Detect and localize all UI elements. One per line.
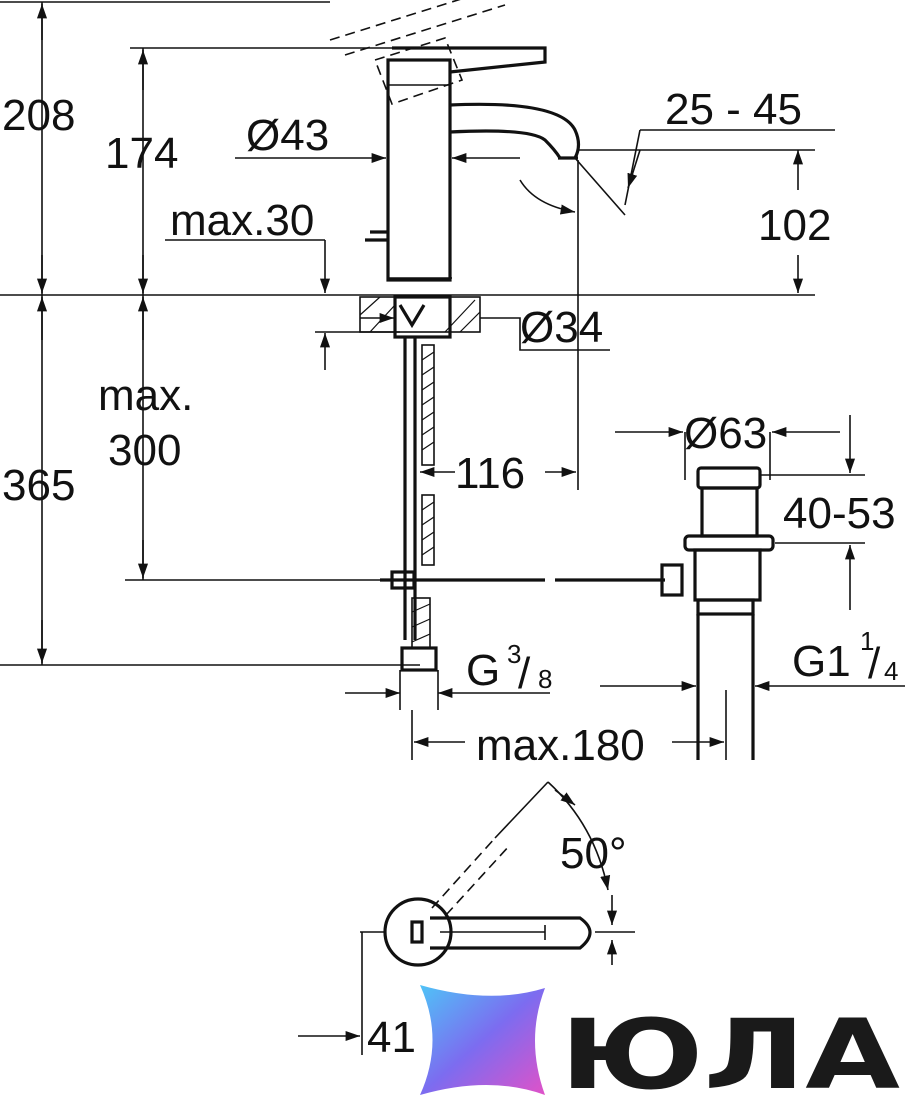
- popup-rod: [380, 570, 665, 590]
- dim-below-deck: 365: [2, 461, 75, 510]
- deck-mount: [359, 295, 481, 339]
- dim-body-diameter: Ø43: [246, 111, 329, 160]
- dim-spout-angle: 25 - 45: [665, 85, 802, 134]
- dim-hose-label-1: max.: [98, 371, 193, 420]
- dim-connection-main: G: [466, 646, 500, 695]
- dim-waste-thread-den: 4: [884, 656, 898, 686]
- dim-outlet-height: 102: [758, 201, 831, 250]
- yula-logo: ЮЛА: [420, 985, 900, 1100]
- dim-lever-angle: 50°: [560, 829, 627, 878]
- dim-lever-offset: 41: [367, 1013, 416, 1062]
- dim-connection-num: 3: [507, 639, 521, 669]
- dim-waste-thread-slash: /: [868, 639, 881, 688]
- yula-logo-mark: [420, 985, 545, 1095]
- faucet-body: [329, 0, 581, 282]
- dim-hose-label-2: 300: [108, 426, 181, 475]
- dim-total-height: 208: [2, 91, 75, 140]
- dim-connection-den: 8: [538, 664, 552, 694]
- dim-deck-thickness: max.30: [170, 196, 314, 245]
- supply-hoses: [400, 337, 438, 672]
- dim-waste-thread-num: 1: [860, 626, 874, 656]
- yula-logo-text: ЮЛА: [560, 999, 900, 1100]
- dim-waste-thread-main: G1: [792, 637, 851, 686]
- dim-connection-slash: /: [518, 649, 531, 698]
- dim-waste-range: 40-53: [783, 489, 896, 538]
- dim-hole-diameter: Ø34: [520, 303, 603, 352]
- top-view-lever: [298, 781, 635, 1055]
- waste-assembly: [660, 466, 775, 760]
- dim-reach: 116: [455, 449, 525, 498]
- dim-waste-diameter: Ø63: [684, 409, 767, 458]
- dim-spout-height: 174: [105, 129, 178, 178]
- dim-rod-length: max.180: [476, 721, 645, 770]
